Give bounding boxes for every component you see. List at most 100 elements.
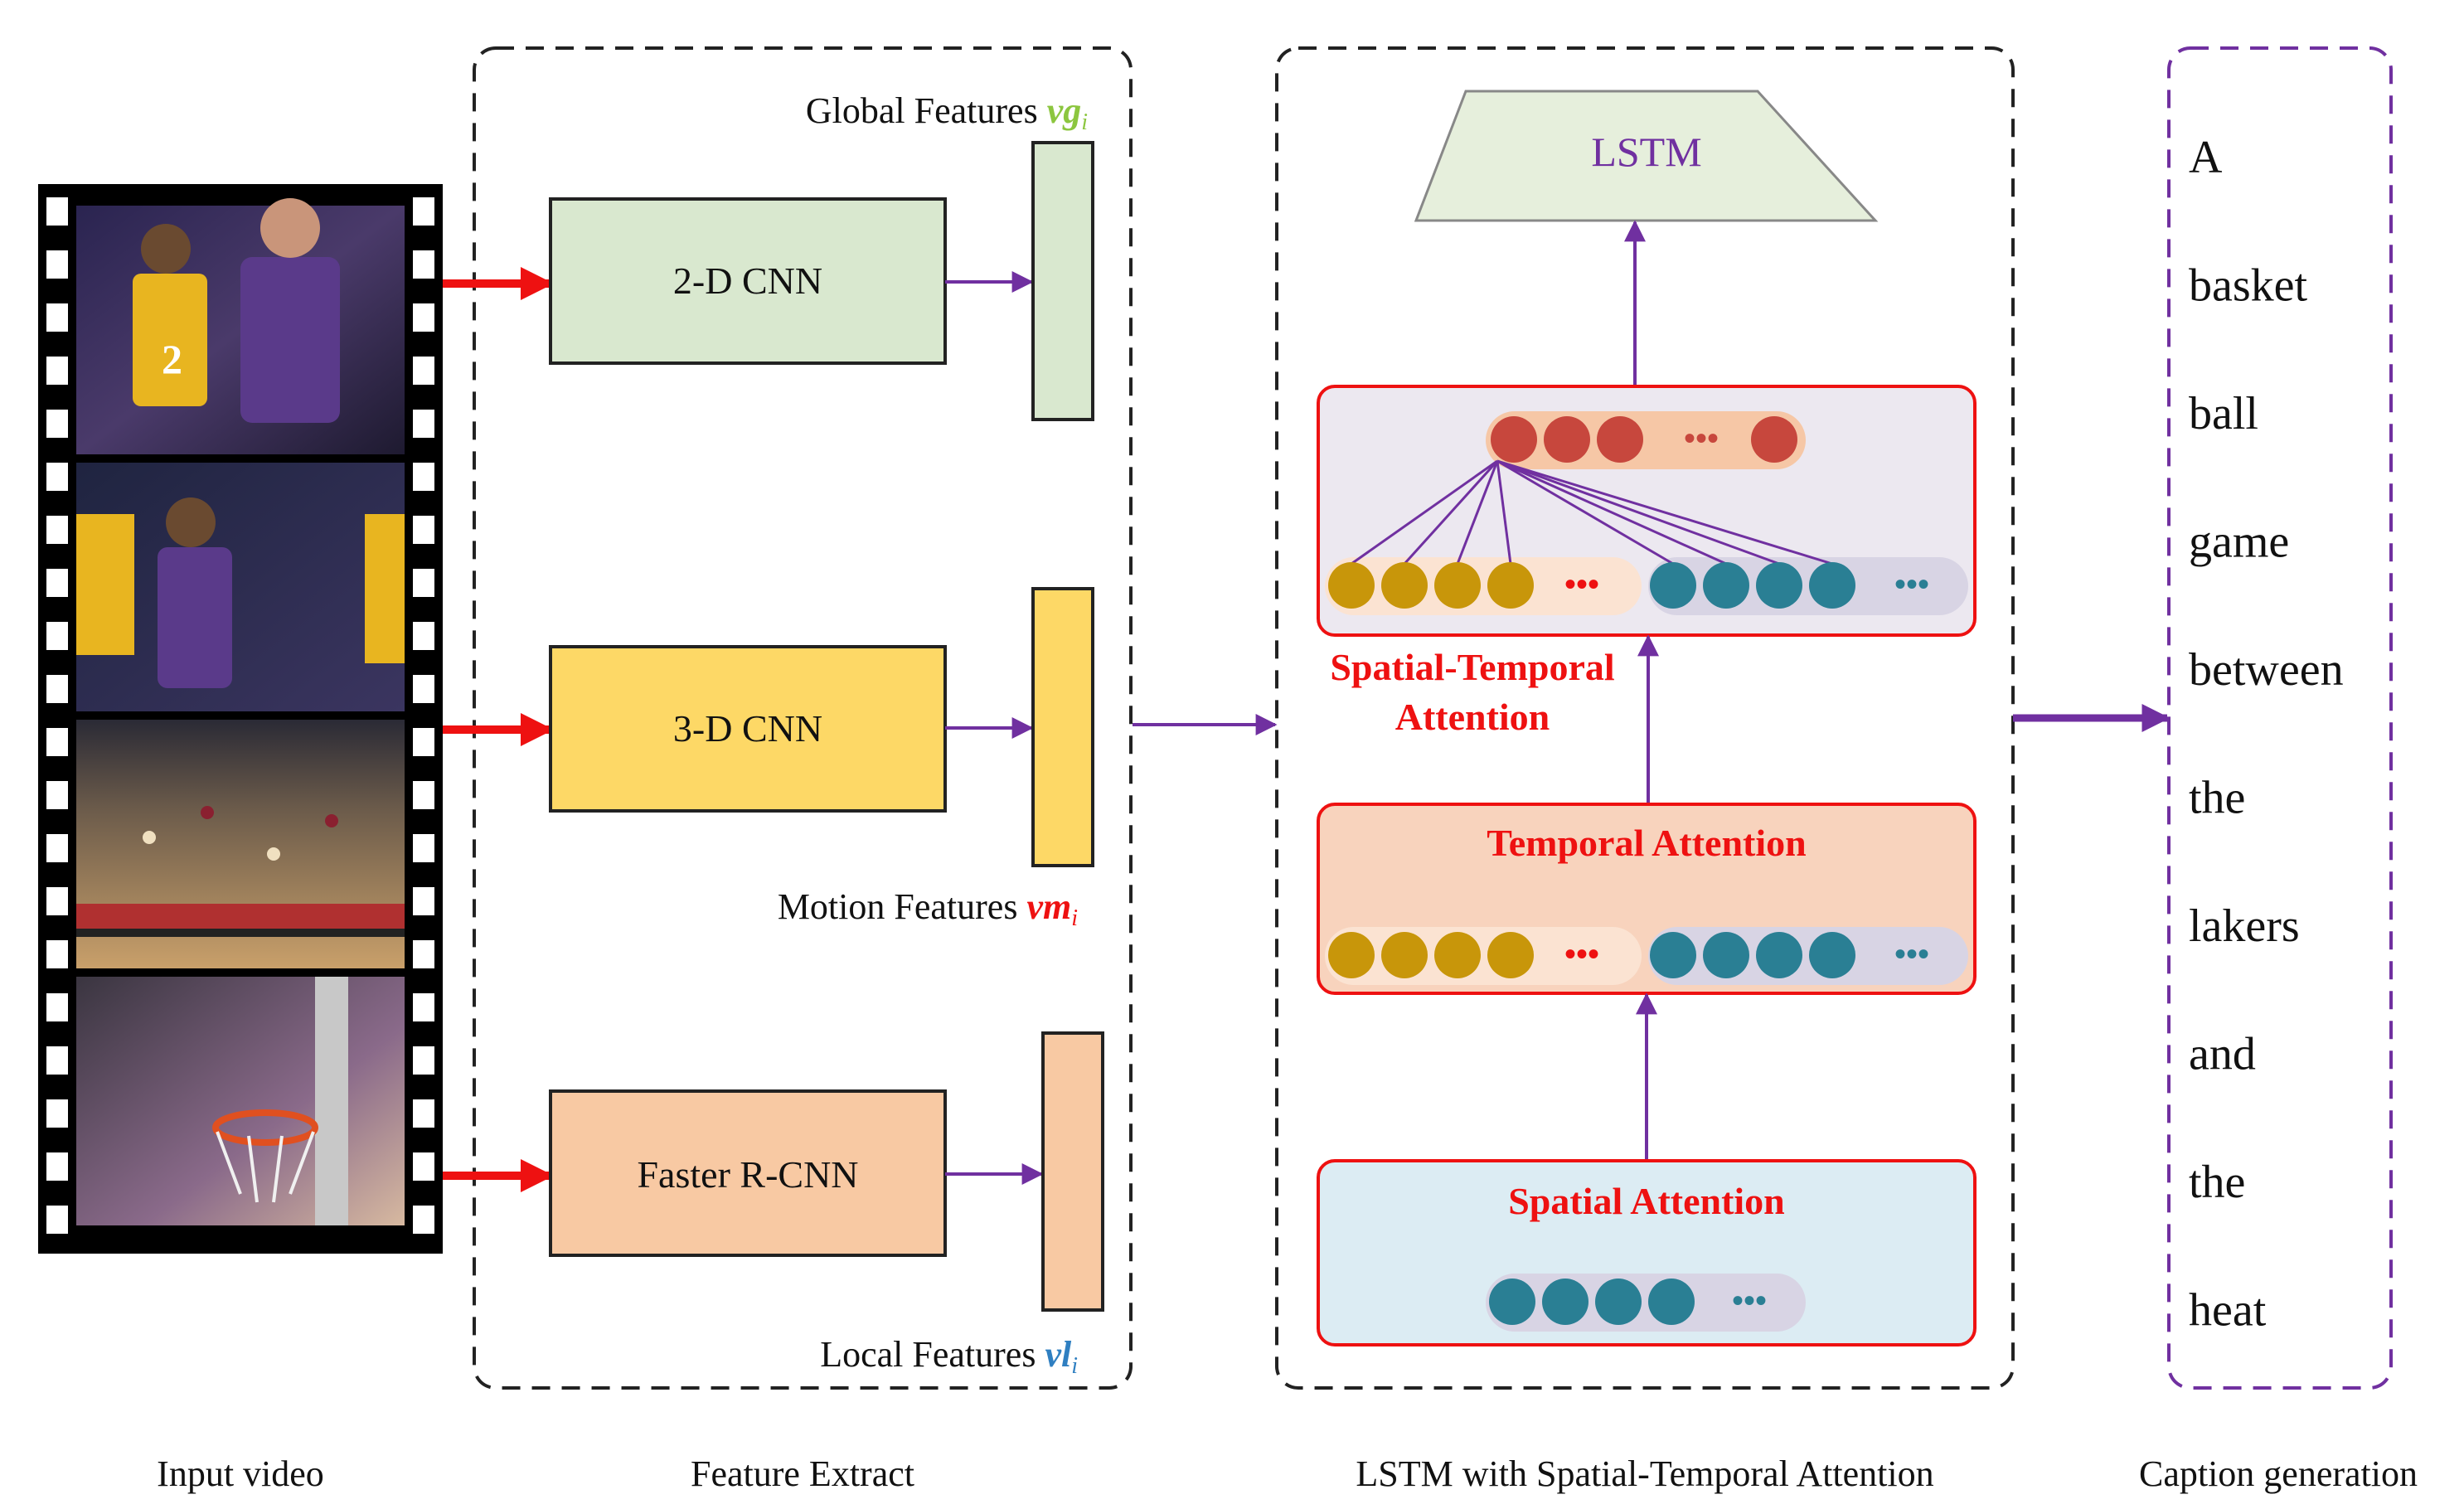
caption-word: A bbox=[2189, 132, 2223, 183]
caption-word: the bbox=[2189, 1157, 2245, 1208]
sprocket-hole bbox=[413, 410, 434, 438]
faster-rcnn-label: Faster R-CNN bbox=[637, 1153, 858, 1196]
global-features-label: Global Features vgi bbox=[806, 90, 1088, 135]
sprocket-hole bbox=[46, 1206, 68, 1234]
attention-weight-line bbox=[1496, 459, 1727, 565]
cnn-3d-box bbox=[549, 645, 947, 813]
caption-word: lakers bbox=[2189, 900, 2300, 952]
film-strip: 2 bbox=[38, 184, 443, 1254]
sprocket-hole bbox=[46, 250, 68, 279]
svg-text:2: 2 bbox=[162, 336, 182, 382]
sprocket-hole bbox=[413, 516, 434, 544]
ta-teal-dot bbox=[1650, 932, 1696, 978]
st-gold-dot bbox=[1328, 562, 1375, 609]
sprocket-hole bbox=[46, 993, 68, 1021]
attention-weights bbox=[1351, 459, 1833, 565]
sa-teal-dot bbox=[1542, 1279, 1589, 1325]
sprocket-hole bbox=[46, 781, 68, 809]
motion-features-label: Motion Features vmi bbox=[778, 886, 1078, 931]
caption-generation-label: Caption generation bbox=[2139, 1453, 2418, 1494]
sprocket-hole bbox=[46, 410, 68, 438]
video-frame-3 bbox=[76, 720, 405, 968]
sprocket-hole bbox=[413, 993, 434, 1021]
feature-extract-panel bbox=[473, 46, 1133, 1390]
attention-weight-line bbox=[1496, 460, 1512, 565]
attention-weight-line bbox=[1496, 459, 1780, 565]
local-feature-bar bbox=[1041, 1031, 1104, 1312]
input-video-label: Input video bbox=[157, 1453, 324, 1494]
sprocket-hole bbox=[413, 940, 434, 968]
sprocket-hole bbox=[413, 1206, 434, 1234]
ta-gold-dot bbox=[1328, 932, 1375, 978]
sprocket-hole bbox=[413, 463, 434, 491]
sprocket-hole bbox=[46, 1152, 68, 1181]
st-output-ellipsis: ••• bbox=[1684, 420, 1719, 457]
sprocket-hole bbox=[413, 834, 434, 862]
attention-weight-line bbox=[1456, 460, 1499, 565]
motion-feature-bar bbox=[1031, 587, 1094, 867]
cnn-3d-label: 3-D CNN bbox=[673, 707, 822, 750]
sprocket-hole bbox=[46, 1046, 68, 1075]
lstm-block bbox=[1414, 90, 1879, 222]
caption-panel bbox=[2167, 46, 2393, 1390]
local-features-label: Local Features vli bbox=[820, 1334, 1078, 1379]
st-gold-dot bbox=[1381, 562, 1428, 609]
st-attention-label-2: Attention bbox=[1395, 696, 1550, 738]
sprocket-hole bbox=[413, 887, 434, 915]
sprocket-hole bbox=[413, 728, 434, 756]
sprocket-hole bbox=[46, 569, 68, 597]
film-sprockets bbox=[46, 197, 434, 1234]
ta-teal-dot bbox=[1756, 932, 1802, 978]
caption-word: game bbox=[2189, 517, 2289, 568]
sa-dots bbox=[1489, 1279, 1695, 1325]
caption-word: the bbox=[2189, 773, 2245, 824]
ta-gold-ellipsis: ••• bbox=[1564, 935, 1599, 973]
ta-teal-dot bbox=[1703, 932, 1749, 978]
st-output-dot bbox=[1544, 416, 1590, 463]
attention-weight-line bbox=[1496, 459, 1674, 565]
spatial-attention-box bbox=[1317, 1159, 1977, 1346]
sa-teal-dot bbox=[1648, 1279, 1695, 1325]
ta-teal-dot bbox=[1809, 932, 1855, 978]
sprocket-hole bbox=[46, 303, 68, 332]
st-teal-ellipsis: ••• bbox=[1894, 565, 1929, 603]
sprocket-hole bbox=[413, 250, 434, 279]
sprocket-hole bbox=[413, 1099, 434, 1128]
ta-teal-ellipsis: ••• bbox=[1894, 935, 1929, 973]
sprocket-hole bbox=[413, 197, 434, 226]
faster-rcnn-box bbox=[549, 1089, 947, 1257]
st-teal-dot bbox=[1809, 562, 1855, 609]
sprocket-hole bbox=[413, 1152, 434, 1181]
caption-words: Abasketballgamebetweenthelakersandthehea… bbox=[2189, 132, 2344, 1337]
st-teal-dot bbox=[1703, 562, 1749, 609]
ta-gold-dot bbox=[1487, 932, 1534, 978]
sprocket-hole bbox=[46, 197, 68, 226]
ta-gold-dot bbox=[1434, 932, 1481, 978]
video-frame-4 bbox=[76, 977, 405, 1225]
feature-extract-label: Feature Extract bbox=[691, 1453, 914, 1494]
sprocket-hole bbox=[46, 463, 68, 491]
sa-teal-dot bbox=[1489, 1279, 1535, 1325]
st-output-dot bbox=[1751, 416, 1797, 463]
sprocket-hole bbox=[46, 1099, 68, 1128]
st-gold-dot bbox=[1434, 562, 1481, 609]
global-feature-bar bbox=[1031, 141, 1094, 421]
attention-weight-line bbox=[1351, 459, 1498, 565]
spatial-attention-label: Spatial Attention bbox=[1508, 1180, 1785, 1222]
ta-dots bbox=[1328, 932, 1855, 978]
sprocket-hole bbox=[413, 1046, 434, 1075]
st-teal-dot bbox=[1650, 562, 1696, 609]
sprocket-hole bbox=[46, 887, 68, 915]
caption-word: between bbox=[2189, 644, 2344, 696]
lstm-label: LSTM bbox=[1591, 129, 1701, 175]
st-attention-label-1: Spatial-Temporal bbox=[1330, 646, 1614, 688]
st-output-dot bbox=[1597, 416, 1643, 463]
caption-word: basket bbox=[2189, 260, 2308, 312]
temporal-attention-label: Temporal Attention bbox=[1487, 822, 1806, 864]
sprocket-hole bbox=[46, 940, 68, 968]
video-frame-1: 2 bbox=[76, 198, 405, 454]
sprocket-hole bbox=[413, 303, 434, 332]
sprocket-hole bbox=[413, 622, 434, 650]
st-dots bbox=[1328, 416, 1855, 609]
